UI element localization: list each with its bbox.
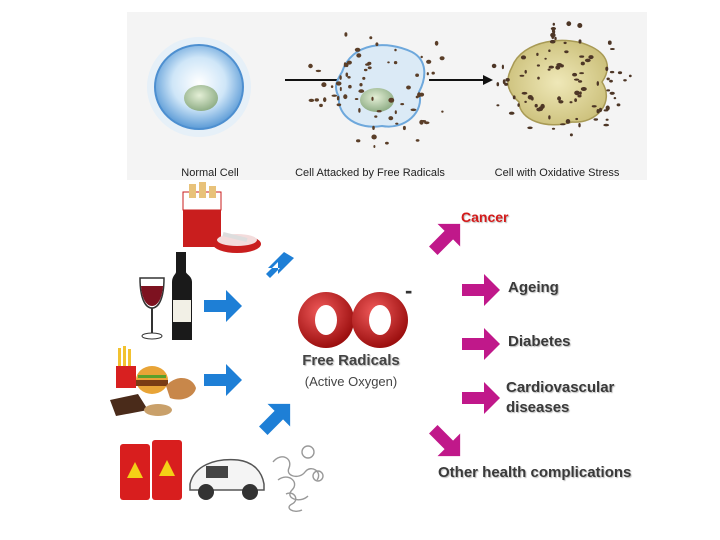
free-radicals-subtitle: (Active Oxygen): [304, 374, 398, 389]
free-radicals-title: Free Radicals: [302, 352, 400, 369]
outcome-label-ageing: Ageing: [508, 279, 559, 296]
outcome-arrow-cancer: [429, 223, 461, 255]
outcome-label-other: Other health complications: [438, 464, 632, 481]
stage-caption-attacked: Cell Attacked by Free Radicals: [295, 167, 445, 179]
stressed-cell-icon: [491, 21, 632, 137]
pollution-car-barrels-icon: [120, 440, 324, 513]
outcome-label-cardiovascular-line2: diseases: [506, 399, 570, 416]
outcome-arrow-ageing: [462, 274, 500, 306]
negative-charge-symbol: -: [405, 278, 413, 303]
source-arrow-diet: [204, 364, 242, 396]
stage-caption-normal: Normal Cell: [181, 167, 239, 179]
stage-caption-stressed: Cell with Oxidative Stress: [494, 167, 620, 179]
outcome-label-cancer: Cancer: [461, 209, 509, 225]
attacked-cell-icon: [308, 32, 445, 148]
outcome-arrow-other: [429, 425, 461, 457]
cigarettes-ashtray-icon: [182, 182, 261, 253]
stage-arrow-2: [429, 75, 493, 85]
outcome-label-cardiovascular-line1: Cardiovascular: [506, 379, 615, 396]
source-arrow-pollution: [259, 403, 291, 435]
source-arrow-alcohol: [204, 290, 242, 322]
free-radical-molecule-icon: [298, 292, 408, 348]
normal-cell-icon: [147, 37, 251, 137]
outcome-arrow-diabetes: [462, 328, 500, 360]
source-arrow-smoking: [266, 252, 294, 278]
outcome-label-diabetes: Diabetes: [508, 333, 571, 350]
cell-stages-panel: Normal Cell Cell Attacked by Free Radica…: [127, 12, 647, 180]
wine-glass-bottle-icon: [139, 252, 192, 340]
junk-food-icon: [110, 346, 196, 416]
outcome-arrow-cardiovascular: [462, 382, 500, 414]
cell-stages-illustration: [147, 21, 632, 148]
